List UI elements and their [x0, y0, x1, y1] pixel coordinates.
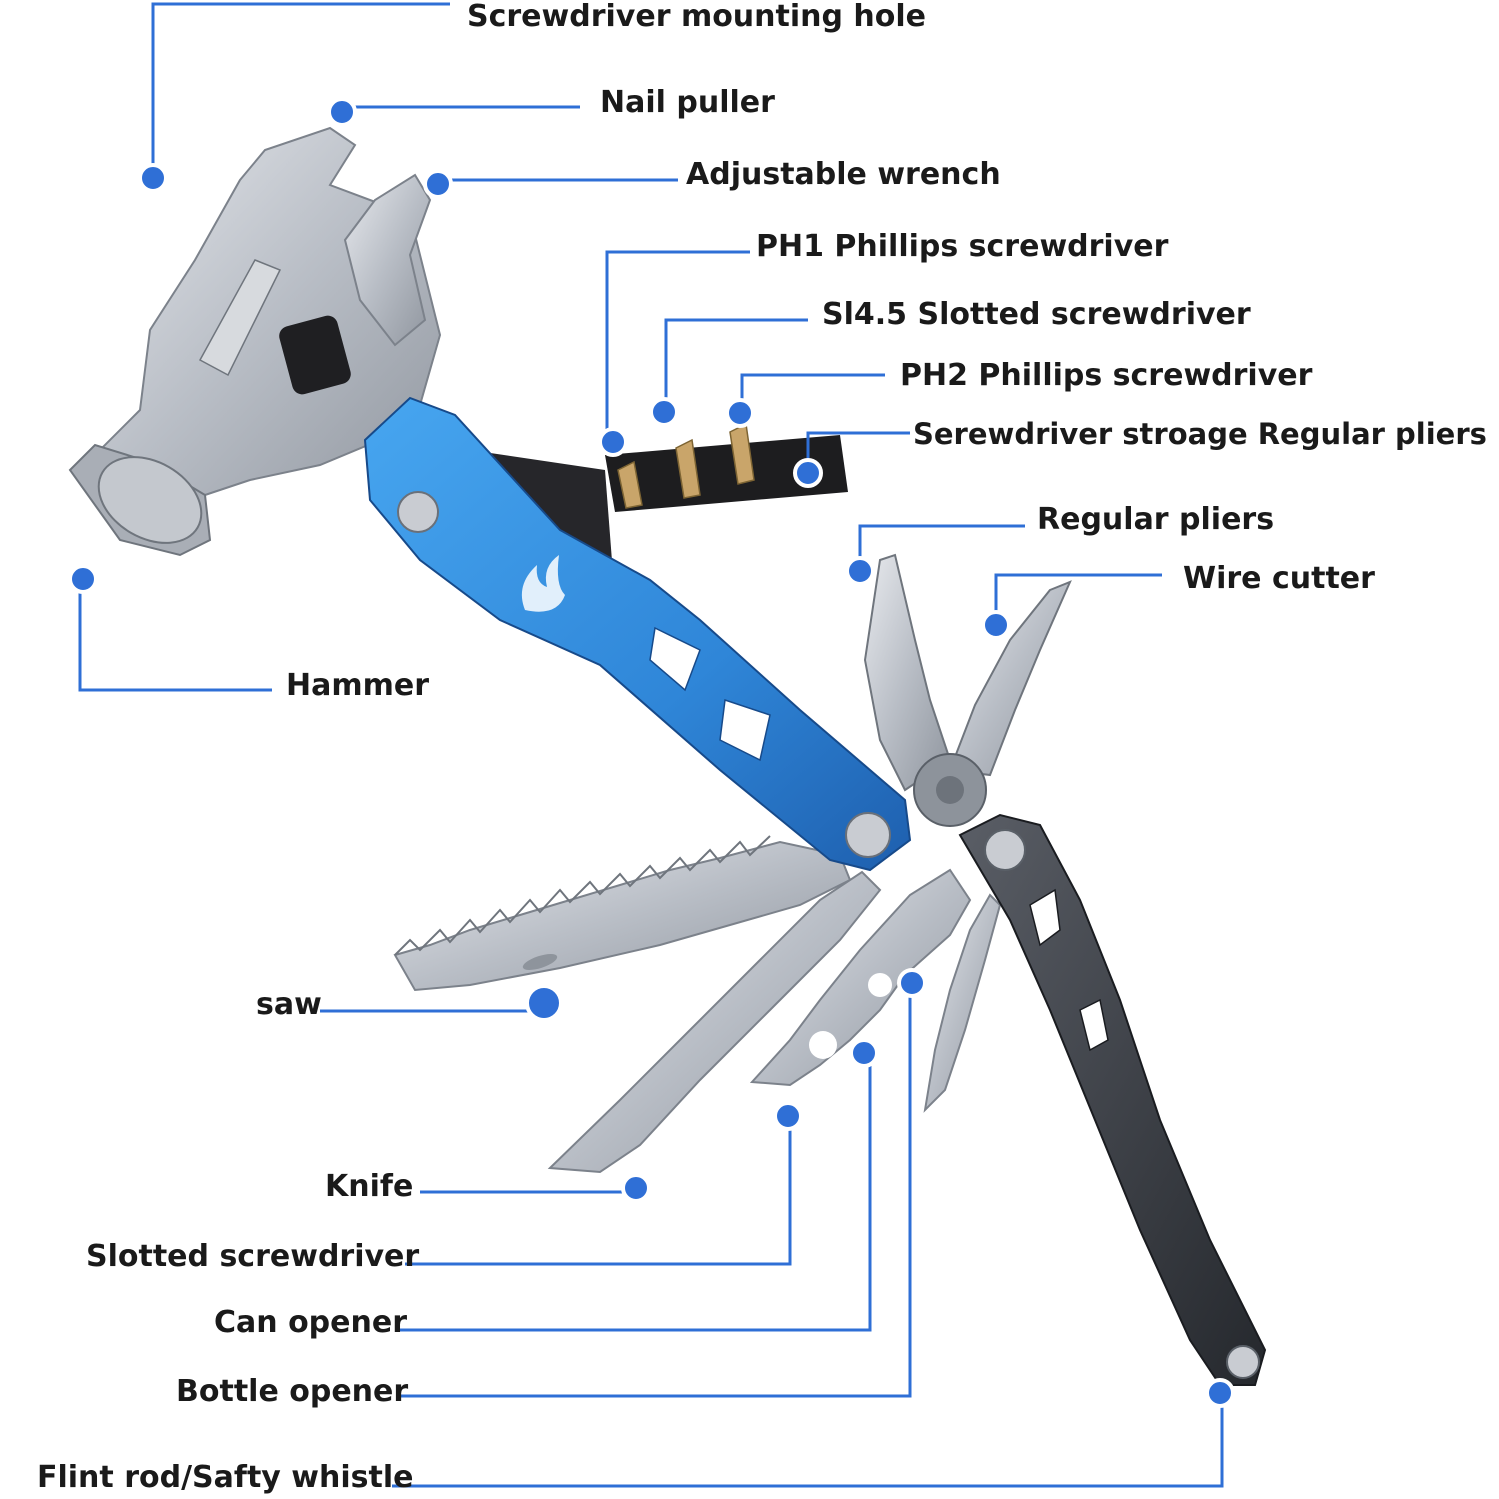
- pliers: [863, 553, 1072, 827]
- pliers-pivot-inner: [936, 776, 964, 804]
- callout-dot-icon: [1205, 1378, 1235, 1408]
- callout-dot-icon: [849, 1038, 879, 1068]
- leader-wire-cutter: [994, 573, 1162, 625]
- label-mounting-hole: Screwdriver mounting hole: [467, 0, 927, 34]
- callout-dot-icon: [598, 427, 628, 457]
- bottle-notch: [868, 973, 892, 997]
- dark-handle-window-1: [1029, 888, 1061, 947]
- callout-dot-icon: [981, 610, 1011, 640]
- label-bottle-opener: Bottle opener: [176, 1374, 409, 1409]
- label-storage: Serewdriver stroage Regular pliers: [913, 417, 1487, 451]
- callout-dot-icon: [621, 1173, 651, 1203]
- label-can-opener: Can opener: [214, 1305, 407, 1340]
- opener-blade: [749, 868, 972, 1087]
- tool-illustration: [68, 126, 1267, 1386]
- callout-dot-icon: [327, 97, 357, 127]
- leader-sl45: [664, 318, 808, 414]
- label-knife: Knife: [325, 1169, 414, 1204]
- leader-adjustable-wrench: [436, 178, 678, 184]
- flame-logo-icon: [521, 555, 565, 612]
- leader-can-opener: [400, 1053, 872, 1332]
- callout-dot-icon: [423, 169, 453, 199]
- label-regular-pliers: Regular pliers: [1037, 502, 1275, 537]
- label-adjustable-wrench: Adjustable wrench: [686, 157, 1001, 192]
- flint-rod-blade: [923, 893, 1002, 1113]
- dark-handle-screw-top: [984, 829, 1026, 871]
- callout-dot-icon: [649, 397, 679, 427]
- sl45-bit: [675, 438, 701, 499]
- blue-handle-screw-bottom: [845, 812, 891, 858]
- dark-handle-body: [958, 813, 1267, 1386]
- callout-dots: [68, 97, 1235, 1408]
- callout-dot-icon: [138, 163, 168, 193]
- label-wire-cutter: Wire cutter: [1183, 561, 1375, 596]
- label-slotted-screwdriver: Slotted screwdriver: [86, 1239, 420, 1274]
- pliers-jaw-left: [863, 553, 952, 792]
- label-ph1: PH1 Phillips screwdriver: [756, 229, 1169, 264]
- label-hammer: Hammer: [286, 668, 430, 703]
- leader-nail-puller: [340, 105, 580, 112]
- wrench-jaw: [343, 173, 432, 347]
- callout-dot-icon: [793, 458, 823, 488]
- leader-flint-rod: [392, 1393, 1224, 1488]
- dark-handle-screw-bottom: [1226, 1345, 1260, 1379]
- saw-blade: [393, 840, 852, 992]
- dark-handle: [958, 813, 1267, 1386]
- knife-blade: [547, 870, 882, 1174]
- hammer-body: [78, 126, 442, 522]
- label-nail-puller: Nail puller: [600, 85, 775, 120]
- blue-handle-window-2: [719, 698, 771, 762]
- callout-dot-icon: [725, 398, 755, 428]
- callout-dot-icon: [845, 556, 875, 586]
- ph1-bit: [617, 460, 643, 509]
- saw-teeth: [394, 835, 771, 956]
- leader-slotted-screwdriver: [405, 1116, 792, 1266]
- label-flint-rod: Flint rod/Safty whistle: [37, 1460, 414, 1495]
- blue-handle-screw-top: [397, 491, 439, 533]
- label-sl45: Sl4.5 Slotted screwdriver: [822, 297, 1251, 332]
- storage-block: [605, 435, 848, 512]
- callout-dot-icon: [525, 984, 563, 1022]
- leader-ph2: [740, 373, 885, 415]
- hammer-head: [68, 126, 442, 557]
- blue-handle-body: [363, 396, 912, 872]
- hammer-face-end: [97, 456, 203, 544]
- callout-dot-icon: [68, 564, 98, 594]
- callout-dot-icon: [897, 968, 927, 998]
- opener-notch: [809, 1031, 837, 1059]
- leader-mounting-hole: [151, 2, 450, 178]
- dark-handle-window-2: [1079, 998, 1109, 1052]
- stainless-plate: [198, 259, 282, 377]
- label-ph2: PH2 Phillips screwdriver: [900, 358, 1313, 393]
- pliers-jaw-right: [948, 580, 1072, 777]
- blue-handle: [363, 396, 912, 872]
- saw-nail-nick: [522, 954, 558, 970]
- blue-handle-window-1: [649, 626, 701, 692]
- wrench-worm: [279, 315, 351, 395]
- leader-hammer: [78, 577, 272, 692]
- leader-bottle-opener: [400, 985, 912, 1398]
- label-saw: saw: [256, 987, 322, 1022]
- callout-dot-icon: [773, 1101, 803, 1131]
- blade-fan: [393, 835, 1002, 1174]
